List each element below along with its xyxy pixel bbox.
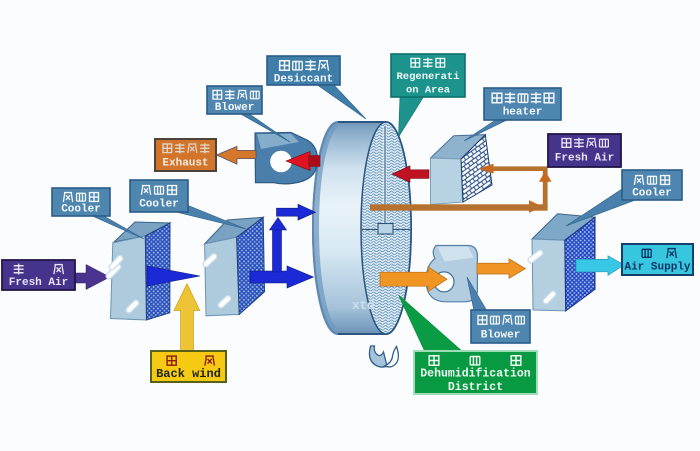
svg-text:Fresh Air: Fresh Air (555, 153, 614, 165)
svg-text:Fresh Air: Fresh Air (9, 277, 68, 289)
svg-text:Desiccant: Desiccant (274, 74, 333, 86)
svg-text:Air Supply: Air Supply (624, 262, 690, 274)
svg-text:Cooler: Cooler (139, 199, 179, 211)
svg-text:Cooler: Cooler (61, 204, 101, 216)
svg-text:xtd: xtd (352, 299, 375, 313)
svg-text:Cooler: Cooler (632, 188, 672, 200)
svg-text:heater: heater (503, 107, 543, 119)
svg-text:Blower: Blower (215, 102, 255, 114)
svg-text:District: District (448, 381, 503, 394)
svg-text:Exhaust: Exhaust (162, 158, 208, 170)
svg-text:Dehumidification: Dehumidification (420, 368, 531, 381)
svg-text:Blower: Blower (481, 330, 521, 342)
svg-text:Regenerati: Regenerati (396, 71, 459, 83)
svg-text:on Area: on Area (406, 85, 451, 97)
svg-text:Back wind: Back wind (156, 367, 221, 381)
